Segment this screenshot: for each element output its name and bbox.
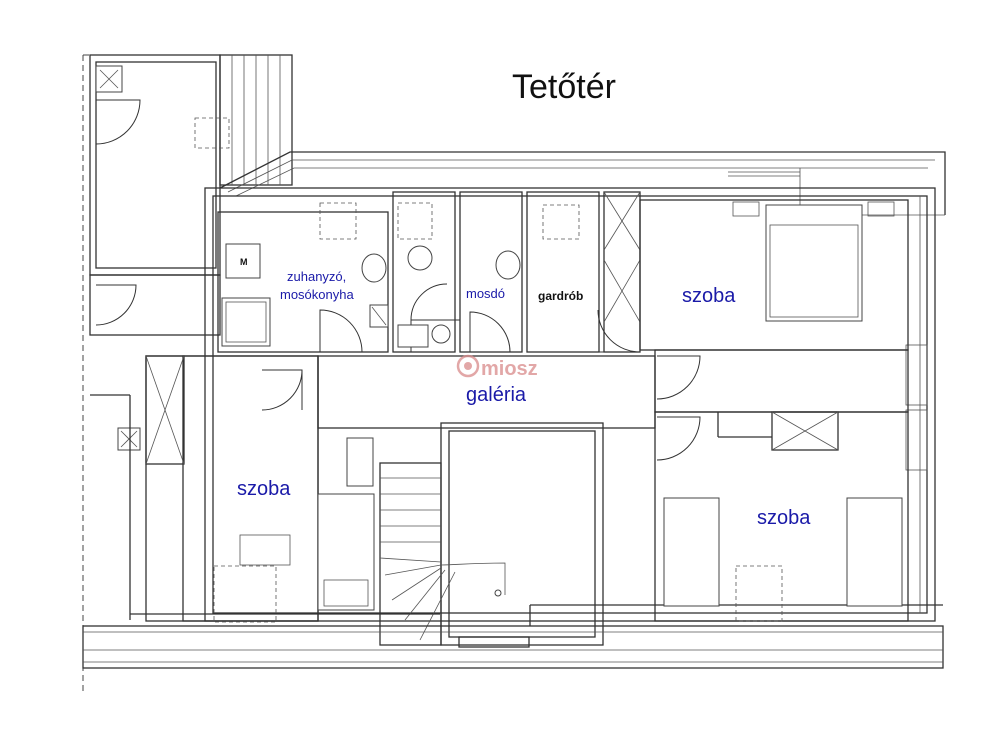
staircase: [379, 462, 530, 648]
neighbour-structure: [89, 54, 221, 620]
label-room-bottom-right: szoba: [757, 507, 811, 529]
doors: [261, 283, 701, 461]
label-room-top-right: szoba: [682, 285, 736, 307]
label-room-left: szoba: [237, 478, 291, 500]
label-wardrobe: gardrób: [538, 289, 583, 303]
watermark-logo: miosz: [456, 354, 538, 380]
chimney-shaft: [194, 54, 293, 186]
bathroom-fixtures: M: [221, 202, 580, 348]
label-gallery: galéria: [466, 384, 527, 406]
roof-eaves-top: [219, 151, 946, 216]
appliance-label: M: [240, 257, 248, 267]
outer-walls: [204, 187, 936, 622]
label-washroom: mosdó: [466, 286, 505, 301]
watermark-text: miosz: [481, 358, 538, 380]
label-shower-laundry-2: mosókonyha: [280, 287, 354, 302]
plan-title: Tetőtér: [512, 68, 616, 106]
label-shower-laundry-1: zuhanyzó,: [287, 269, 346, 284]
bedroom-furniture: [213, 201, 903, 623]
